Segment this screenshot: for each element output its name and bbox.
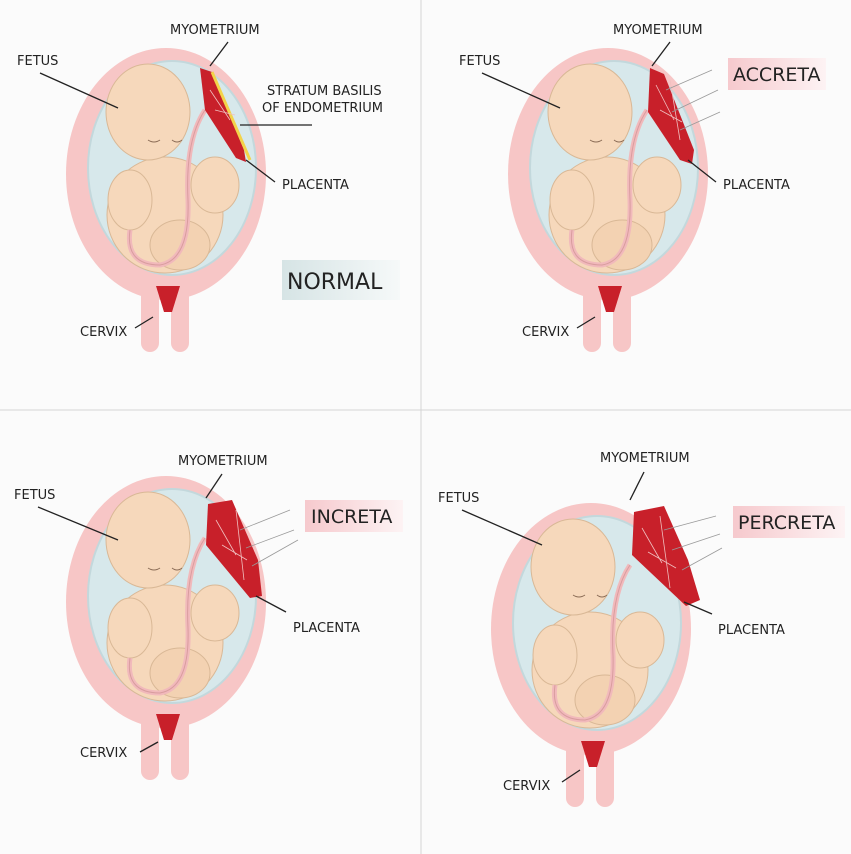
leader-fetus (461, 509, 543, 546)
panel-normal: MYOMETRIUM FETUS STRATUM BASILIS OF ENDO… (17, 23, 400, 352)
title-box (728, 58, 826, 90)
label-fetus: FETUS (17, 54, 58, 69)
label-myometrium: MYOMETRIUM (613, 23, 703, 38)
leader-cervix (134, 316, 154, 329)
placenta-shape (200, 68, 246, 162)
label-cervix: CERVIX (80, 746, 127, 761)
leader-fetus (39, 72, 119, 109)
label-fetus: FETUS (438, 491, 479, 506)
leader-myometrium (209, 41, 229, 67)
label-placenta: PLACENTA (718, 623, 785, 638)
label-myometrium: MYOMETRIUM (600, 451, 690, 466)
label-placenta: PLACENTA (293, 621, 360, 636)
stratum-basilis-layer (210, 71, 252, 161)
leader-fetus (37, 506, 119, 541)
title-normal: NORMAL (287, 270, 383, 295)
title-increta: INCRETA (311, 506, 392, 528)
invasion-pointers (663, 515, 723, 571)
title-percreta: PERCRETA (738, 512, 835, 534)
label-fetus: FETUS (459, 54, 500, 69)
leader-placenta (255, 595, 287, 613)
label-placenta: PLACENTA (723, 178, 790, 193)
placenta-vessels (209, 89, 236, 121)
leader-myometrium (629, 471, 645, 501)
invasion-pointers (239, 509, 299, 567)
invasion-pointers (665, 69, 721, 131)
leader-cervix (139, 741, 159, 753)
leader-myometrium (651, 41, 671, 67)
leader-placenta (245, 159, 276, 183)
placenta-vessels (641, 515, 677, 589)
label-myometrium: MYOMETRIUM (178, 454, 268, 469)
leader-placenta (683, 601, 713, 615)
placenta-shape (206, 500, 262, 598)
leader-fetus (481, 72, 561, 109)
label-cervix: CERVIX (522, 325, 569, 340)
label-fetus: FETUS (14, 488, 55, 503)
label-stratum-line1: STRATUM BASILIS (267, 84, 382, 99)
placenta-shape (632, 506, 700, 606)
leader-placenta (687, 159, 717, 183)
panel-increta: MYOMETRIUM FETUS PLACENTA CERVIX INCRETA (14, 454, 403, 780)
leader-cervix (561, 769, 581, 783)
title-accreta: ACCRETA (733, 64, 821, 86)
label-myometrium: MYOMETRIUM (170, 23, 260, 38)
label-placenta: PLACENTA (282, 178, 349, 193)
label-stratum-line2: OF ENDOMETRIUM (262, 101, 383, 116)
title-box (305, 500, 403, 532)
label-cervix: CERVIX (503, 779, 550, 794)
title-box (282, 260, 400, 300)
panel-accreta: MYOMETRIUM FETUS PLACENTA CERVIX ACCRETA (459, 23, 826, 352)
title-box (733, 506, 845, 538)
label-cervix: CERVIX (80, 325, 127, 340)
panel-percreta: MYOMETRIUM FETUS PLACENTA CERVIX PERCRET… (438, 451, 845, 807)
leader-myometrium (205, 473, 223, 499)
placenta-vessels (215, 509, 248, 581)
leader-cervix (576, 316, 596, 329)
placenta-vessels (655, 79, 683, 141)
